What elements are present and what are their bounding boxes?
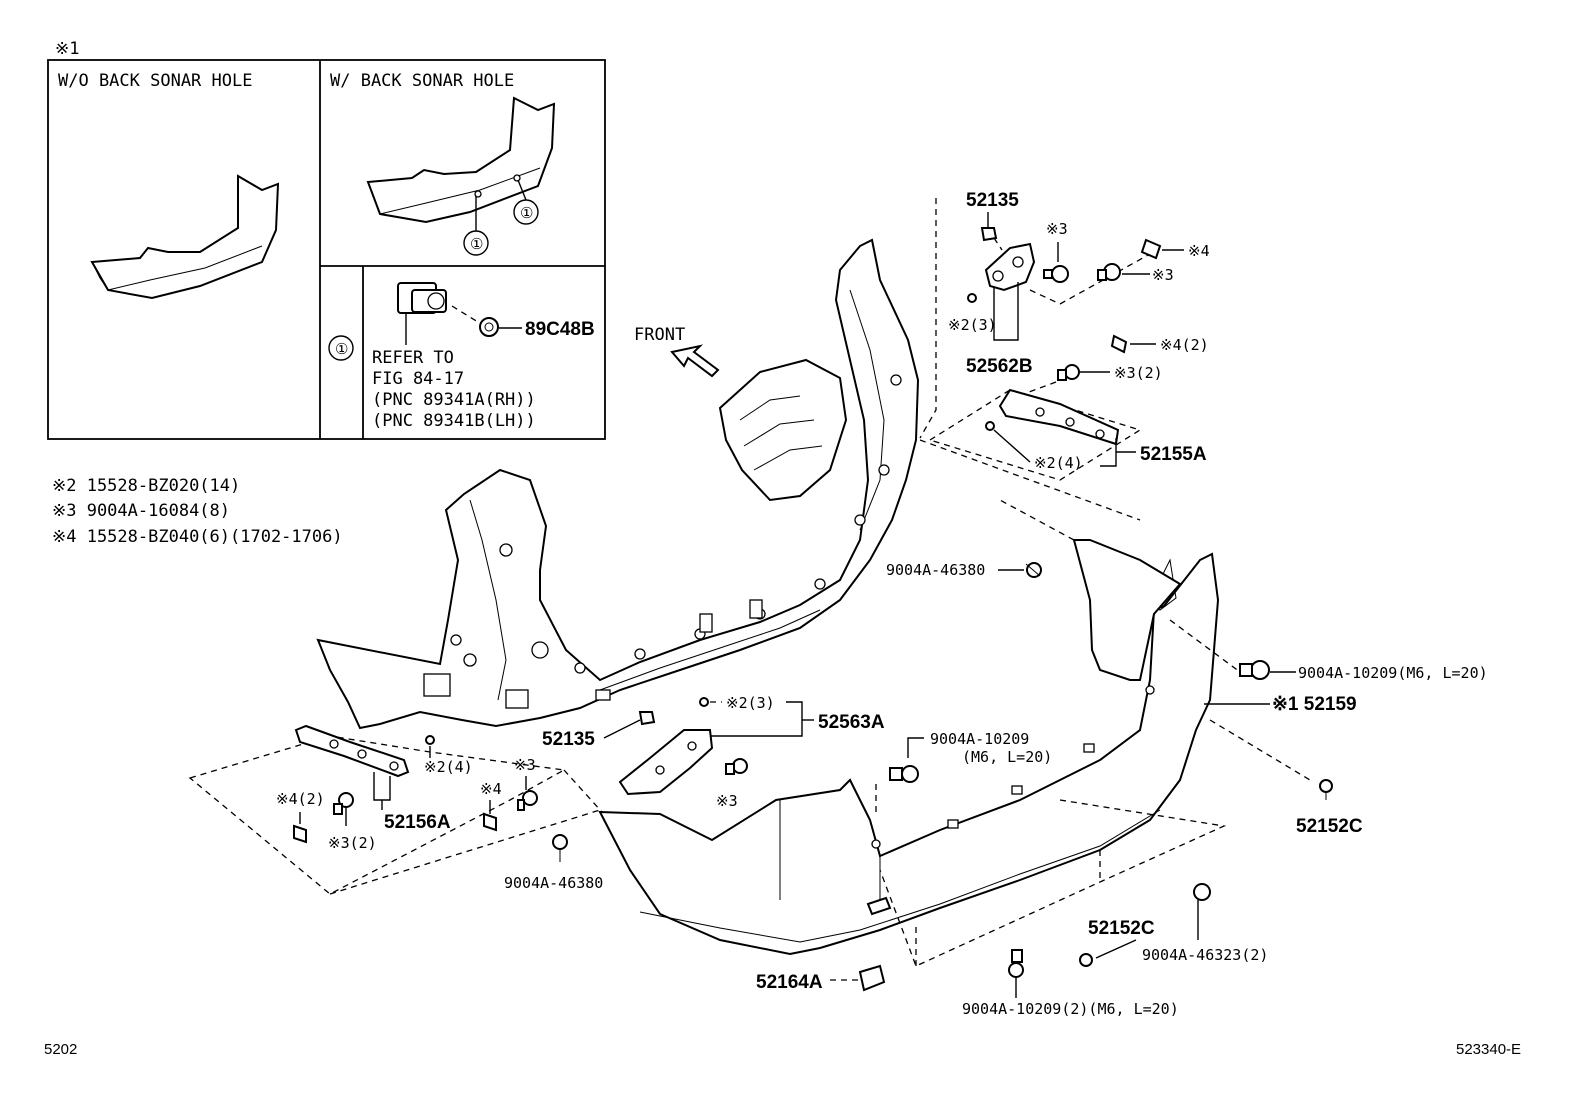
note-2-3-b: ※2(3)	[726, 694, 775, 712]
label-9004A-10209-a: 9004A-10209(M6, L=20)	[1298, 664, 1488, 682]
label-52152C-b: 52152C	[1088, 918, 1155, 939]
note-2-4-b: ※2(4)	[424, 758, 473, 776]
note-3-d: ※3	[514, 756, 536, 774]
label-52156A: 52156A	[384, 812, 451, 833]
label-9004A-10209-c: 9004A-10209(2)(M6, L=20)	[962, 1000, 1179, 1018]
nut-4-2-b	[293, 824, 307, 844]
label-52135-top: 52135	[966, 190, 1019, 211]
clip-2-b	[985, 421, 995, 431]
label-52155A: 52155A	[1140, 444, 1207, 465]
clip-52135-mid	[638, 711, 656, 726]
note-2-3-a: ※2(3)	[948, 316, 997, 334]
back-panel	[316, 238, 920, 730]
label-52562B: 52562B	[966, 356, 1033, 377]
screw-3-2-b	[333, 792, 354, 815]
screw-3-2-a	[1057, 364, 1080, 381]
screw-3-b	[1097, 263, 1121, 281]
note-4: ※4 15528-BZ040(6)(1702-1706)	[52, 527, 343, 547]
label-52164A: 52164A	[756, 972, 823, 993]
label-89C48B: 89C48B	[525, 319, 595, 340]
bracket-52155A	[998, 388, 1120, 446]
note-4-a: ※4	[1188, 242, 1210, 260]
inset-frame	[47, 59, 606, 440]
nut-4-a	[1140, 238, 1162, 260]
bumper-thumbnail-no-sonar	[90, 174, 280, 300]
label-52152C-r: 52152C	[1296, 816, 1363, 837]
front-arrow-icon	[670, 344, 720, 378]
bracket-52563A	[618, 729, 714, 796]
screw-3-d	[517, 790, 538, 811]
footer-left-code: 5202	[44, 1041, 77, 1058]
note-4-2-a: ※4(2)	[1160, 336, 1209, 354]
label-9004A-10209-b2: (M6, L=20)	[962, 748, 1052, 766]
label-52135-mid: 52135	[542, 729, 595, 750]
note-4-b: ※4	[480, 780, 502, 798]
sensor-retainer	[479, 317, 499, 337]
refer-line-3: (PNC 89341A(RH))	[372, 390, 536, 410]
bracket-52562B	[984, 242, 1036, 292]
nut-4-b	[483, 812, 497, 832]
label-9004A-10209-b1: 9004A-10209	[930, 730, 1029, 748]
note-3-2-a: ※3(2)	[1114, 364, 1163, 382]
clip-2-a	[967, 293, 977, 303]
screw-3-c	[725, 758, 748, 775]
note-2: ※2 15528-BZ020(14)	[52, 476, 240, 496]
label-52563A: 52563A	[818, 712, 885, 733]
bumper-thumbnail-with-sonar	[366, 96, 556, 224]
clip-52135-top	[980, 227, 998, 242]
grommet-9004A-46323	[1193, 883, 1211, 940]
inset-right-title: W/ BACK SONAR HOLE	[330, 71, 514, 91]
callout-1-b: ①	[520, 204, 533, 222]
inset-left-title: W/O BACK SONAR HOLE	[58, 71, 252, 91]
clip-2-c	[699, 697, 709, 707]
bolt-9004A-10209-a	[1239, 660, 1270, 680]
bolt-9004A-46380-b	[552, 834, 568, 862]
cap-52164A	[858, 964, 886, 992]
label-9004A-46380-b: 9004A-46380	[504, 874, 603, 892]
clip-2-d	[425, 735, 435, 745]
bolt-9004A-10209-c	[1008, 949, 1024, 998]
note-3-2-b: ※3(2)	[328, 834, 377, 852]
bumper-cover-52159	[598, 539, 1220, 956]
nut-4-2-a	[1110, 334, 1128, 354]
clip-52152C-r	[1319, 779, 1333, 800]
footer-right-code: 523340-E	[1456, 1041, 1521, 1058]
refer-line-4: (PNC 89341B(LH))	[372, 411, 536, 431]
refer-line-1: REFER TO	[372, 348, 454, 368]
note-2-4-a: ※2(4)	[1034, 454, 1083, 472]
bolt-9004A-46380-a	[1025, 562, 1042, 578]
inset-marker: ※1	[55, 39, 79, 59]
clip-52152C-b	[1079, 953, 1093, 967]
note-3-c: ※3	[716, 792, 738, 810]
label-9004A-46323: 9004A-46323(2)	[1142, 946, 1268, 964]
note-3-b: ※3	[1152, 266, 1174, 284]
callout-1-key: ①	[335, 340, 348, 358]
label-9004A-46380-a: 9004A-46380	[886, 561, 985, 579]
callout-1-a: ①	[470, 235, 483, 253]
front-label: FRONT	[634, 325, 685, 345]
bracket-52156A	[294, 724, 410, 778]
note-3-a: ※3	[1046, 220, 1068, 238]
screw-3-a	[1043, 265, 1069, 283]
note-4-2-b: ※4(2)	[276, 790, 325, 808]
refer-line-2: FIG 84-17	[372, 369, 464, 389]
bolt-9004A-10209-b	[889, 765, 919, 783]
label-52159: ※1 52159	[1272, 694, 1357, 715]
sonar-sensor	[397, 282, 447, 345]
note-3: ※3 9004A-16084(8)	[52, 501, 230, 521]
